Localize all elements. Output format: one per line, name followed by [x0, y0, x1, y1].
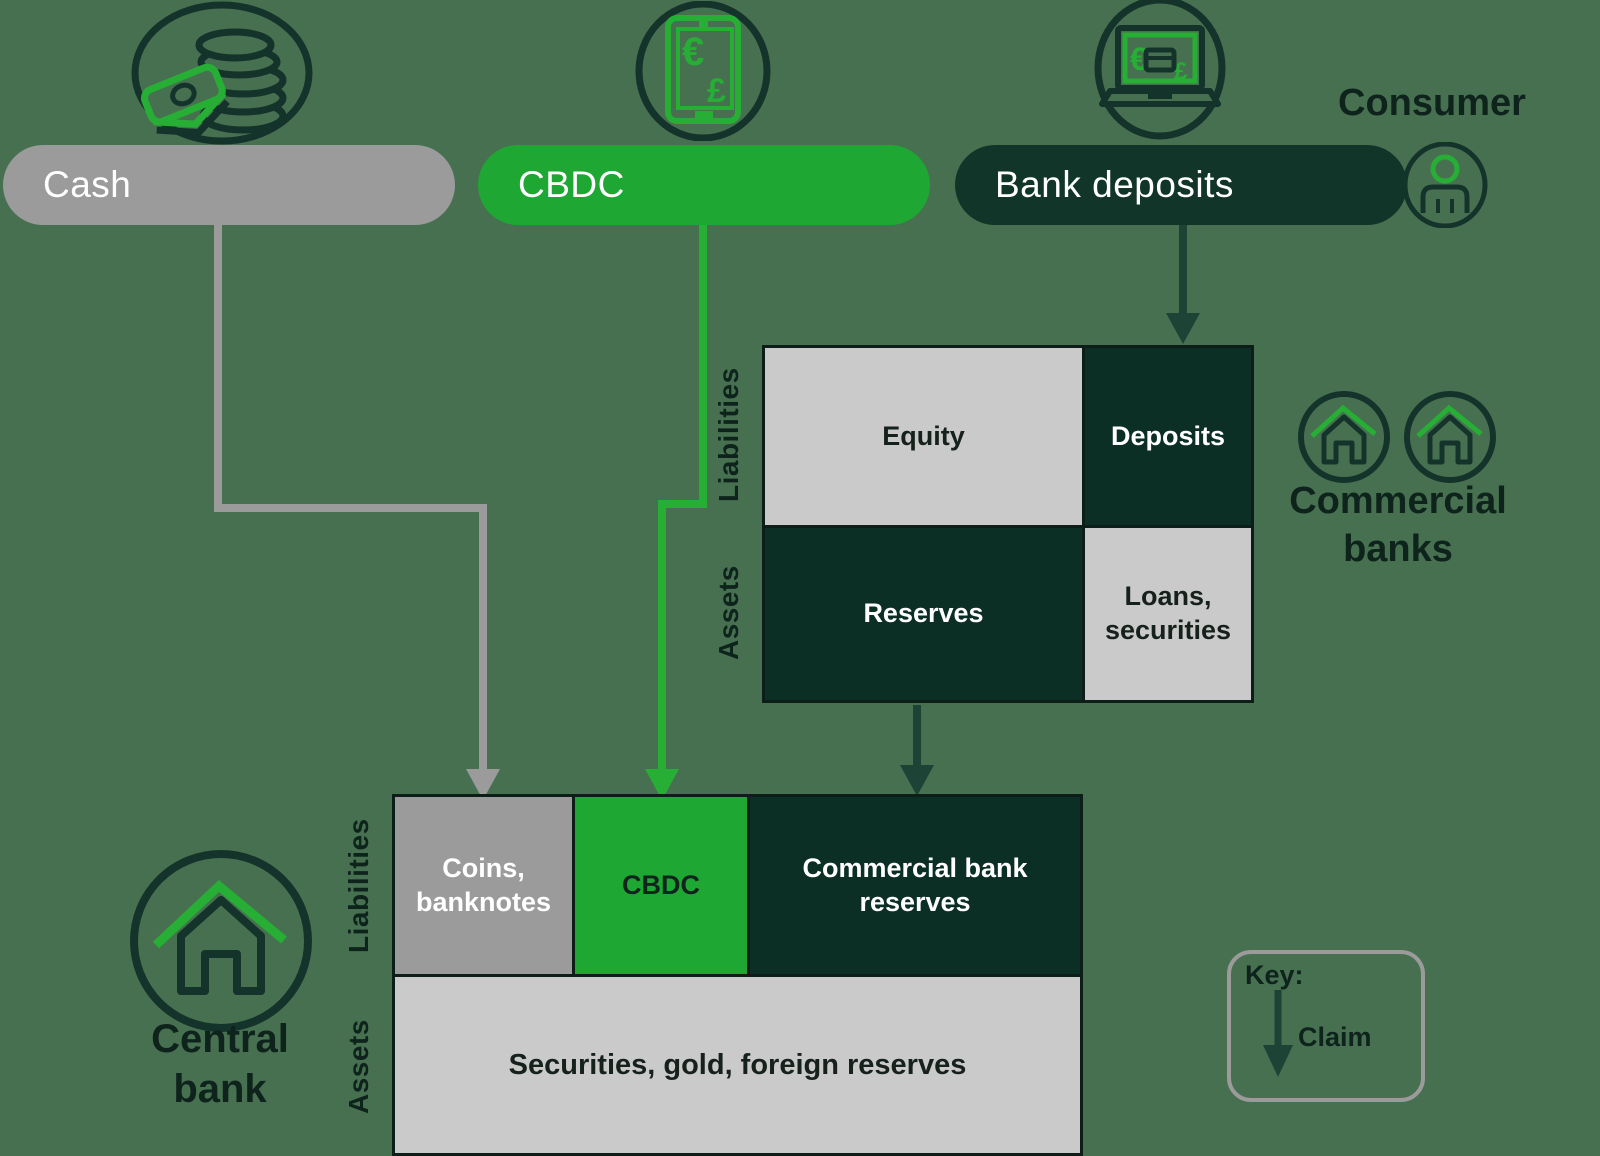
commercial-sheet-assets-label: Assets — [713, 565, 744, 661]
phone-euro-glyph: € — [682, 30, 704, 74]
commercial-banks-houses-icon — [1298, 391, 1496, 483]
consumer-label: Consumer — [1338, 82, 1526, 124]
phone-pound-glyph: £ — [707, 72, 726, 110]
central-cbdc-cell: CBDC — [575, 797, 747, 974]
commercial-banks-label: Commercial banks — [1289, 480, 1507, 570]
central-bank-house-icon — [130, 850, 312, 1032]
commercial-bank-balance-sheet: Equity Deposits Reserves Loans, securiti… — [762, 345, 1254, 703]
bank-deposits-pill: Bank deposits — [955, 145, 1407, 225]
key-claim-label: Claim — [1298, 1022, 1372, 1052]
deposits-cell: Deposits — [1085, 348, 1251, 525]
consumer-person-icon — [1402, 142, 1488, 228]
central-bank-balance-sheet: Coins, banknotes CBDC Commercial bank re… — [392, 794, 1083, 1156]
cbdc-claim-arrow — [645, 225, 707, 800]
loans-securities-cell: Loans, securities — [1085, 528, 1251, 700]
securities-gold-foreign-reserves-cell: Securities, gold, foreign reserves — [395, 977, 1080, 1153]
key-box — [1227, 950, 1425, 1102]
central-bank-label: Central bank — [151, 1017, 289, 1111]
central-sheet-liabilities-label: Liabilities — [343, 818, 374, 953]
reserves-cell: Reserves — [765, 528, 1082, 700]
cash-coins-icon — [131, 1, 313, 145]
cbdc-pill: CBDC — [478, 145, 930, 225]
laptop-euro-glyph: € — [1130, 41, 1148, 77]
equity-cell: Equity — [765, 348, 1082, 525]
cash-claim-arrow — [214, 225, 500, 800]
cbdc-phone-icon: € £ — [635, 1, 771, 141]
cash-pill-label: Cash — [43, 164, 132, 205]
central-sheet-assets-label: Assets — [343, 1019, 374, 1114]
commercial-bank-reserves-cell: Commercial bank reserves — [750, 797, 1080, 974]
reserves-claim-arrow — [900, 705, 934, 796]
cash-pill: Cash — [3, 145, 455, 225]
key-title: Key: — [1245, 960, 1304, 990]
bank-deposits-laptop-icon: € £ — [1094, 0, 1226, 140]
bank-deposits-pill-label: Bank deposits — [995, 164, 1234, 205]
coins-banknotes-cell: Coins, banknotes — [395, 797, 572, 974]
cbdc-pill-label: CBDC — [518, 164, 625, 205]
commercial-sheet-liabilities-label: Liabilities — [713, 367, 744, 503]
bank-deposits-claim-arrow — [1166, 225, 1200, 344]
laptop-pound-glyph: £ — [1174, 58, 1188, 85]
